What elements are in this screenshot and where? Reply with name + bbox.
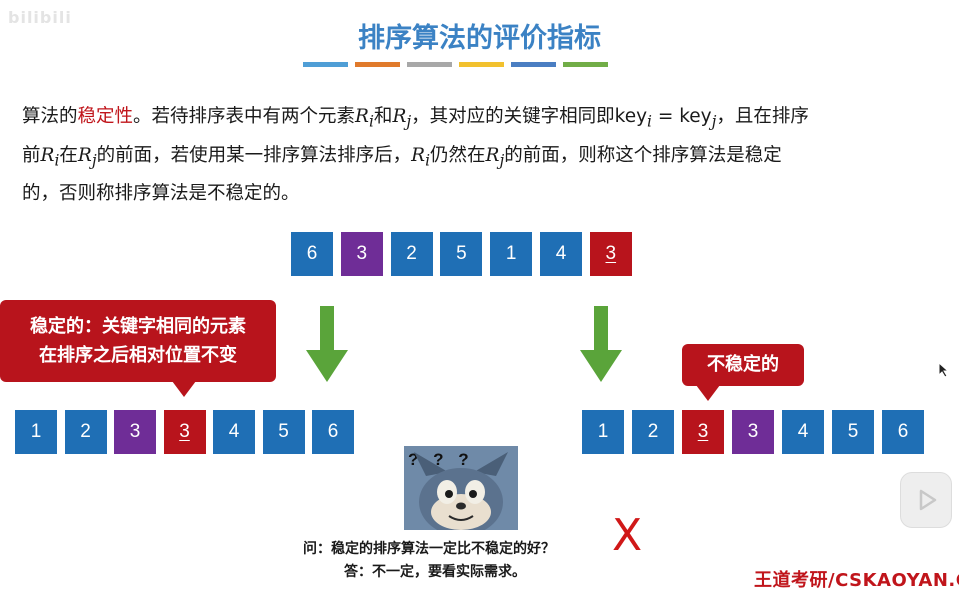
- answer-text: 答：不一定，要看实际需求。: [344, 561, 526, 581]
- callout-pointer: [172, 381, 196, 397]
- question-text: 问：稳定的排序算法一定比不稳定的好？: [303, 538, 555, 558]
- array-element-value: 6: [307, 243, 318, 265]
- color-bar-segment: [303, 62, 348, 67]
- unstable-callout: 不稳定的: [682, 344, 804, 386]
- array-element: 2: [632, 410, 674, 454]
- array-element: 3: [341, 232, 383, 276]
- color-bar-segment: [459, 62, 504, 67]
- array-element: 4: [213, 410, 255, 454]
- definition-line-1: 算法的稳定性。若待排序表中有两个元素Ri和Rj，其对应的关键字相同即keyi =…: [22, 100, 942, 139]
- array-element-value: 3: [748, 421, 759, 443]
- array-element: 6: [291, 232, 333, 276]
- stability-definition: 算法的稳定性。若待排序表中有两个元素Ri和Rj，其对应的关键字相同即keyi =…: [22, 100, 942, 211]
- array-element-value: 2: [406, 243, 417, 265]
- array-element-value: 4: [229, 421, 240, 443]
- array-element-value: 1: [598, 421, 609, 443]
- stable-callout-line-2: 在排序之后相对位置不变: [0, 341, 276, 370]
- play-icon: [901, 473, 951, 527]
- stability-highlight: 稳定性: [78, 106, 134, 127]
- array-element: 4: [782, 410, 824, 454]
- array-element: 3: [114, 410, 156, 454]
- array-element: 2: [391, 232, 433, 276]
- array-element-value: 4: [798, 421, 809, 443]
- unstable-callout-label: 不稳定的: [682, 344, 804, 386]
- array-element: 5: [263, 410, 305, 454]
- array-element-value: 5: [848, 421, 859, 443]
- color-bar-segment: [563, 62, 608, 67]
- array-element-value: 2: [648, 421, 659, 443]
- cartoon-cat-face-icon: [404, 446, 518, 530]
- down-arrow-icon: [306, 306, 348, 382]
- array-element-value: 1: [31, 421, 42, 443]
- array-element-value: 5: [456, 243, 467, 265]
- array-element: 3: [732, 410, 774, 454]
- confused-cat-meme-image: ? ? ?: [404, 446, 518, 530]
- video-play-button[interactable]: [900, 472, 952, 528]
- array-element: 5: [440, 232, 482, 276]
- array-element: 1: [490, 232, 532, 276]
- array-element: 2: [65, 410, 107, 454]
- definition-line-2: 前Ri在Rj的前面，若使用某一排序算法排序后，Ri仍然在Rj的前面，则称这个排序…: [22, 139, 942, 178]
- color-bar-segment: [407, 62, 452, 67]
- array-element-value: 5: [278, 421, 289, 443]
- array-element-value: 1: [506, 243, 517, 265]
- array-element-value: 4: [556, 243, 567, 265]
- array-element-value: 3: [698, 421, 709, 443]
- page-title: 排序算法的评价指标: [0, 16, 959, 55]
- array-element-value: 3: [179, 421, 190, 443]
- stable-callout-line-1: 稳定的：关键字相同的元素: [0, 312, 276, 341]
- definition-line-3: 的，否则称排序算法是不稳定的。: [22, 177, 942, 211]
- cross-mark: X: [612, 514, 642, 558]
- down-arrow-icon: [580, 306, 622, 382]
- brand-watermark: 王道考研/CSKAOYAN.CO: [754, 566, 959, 592]
- array-element: 5: [832, 410, 874, 454]
- array-element: 3: [590, 232, 632, 276]
- array-element: 6: [882, 410, 924, 454]
- mouse-cursor-icon: [938, 362, 950, 378]
- array-element: 1: [15, 410, 57, 454]
- array-element-value: 6: [328, 421, 339, 443]
- array-element-value: 3: [357, 243, 368, 265]
- array-element: 1: [582, 410, 624, 454]
- title-color-bar: [303, 62, 608, 67]
- array-element-value: 2: [80, 421, 91, 443]
- color-bar-segment: [511, 62, 556, 67]
- array-element: 4: [540, 232, 582, 276]
- array-element: 3: [682, 410, 724, 454]
- array-element: 3: [164, 410, 206, 454]
- stable-callout: 稳定的：关键字相同的元素 在排序之后相对位置不变: [0, 300, 276, 382]
- color-bar-segment: [355, 62, 400, 67]
- array-element-value: 3: [130, 421, 141, 443]
- array-element-value: 3: [606, 243, 617, 265]
- array-element-value: 6: [898, 421, 909, 443]
- callout-pointer: [696, 385, 720, 401]
- array-element: 6: [312, 410, 354, 454]
